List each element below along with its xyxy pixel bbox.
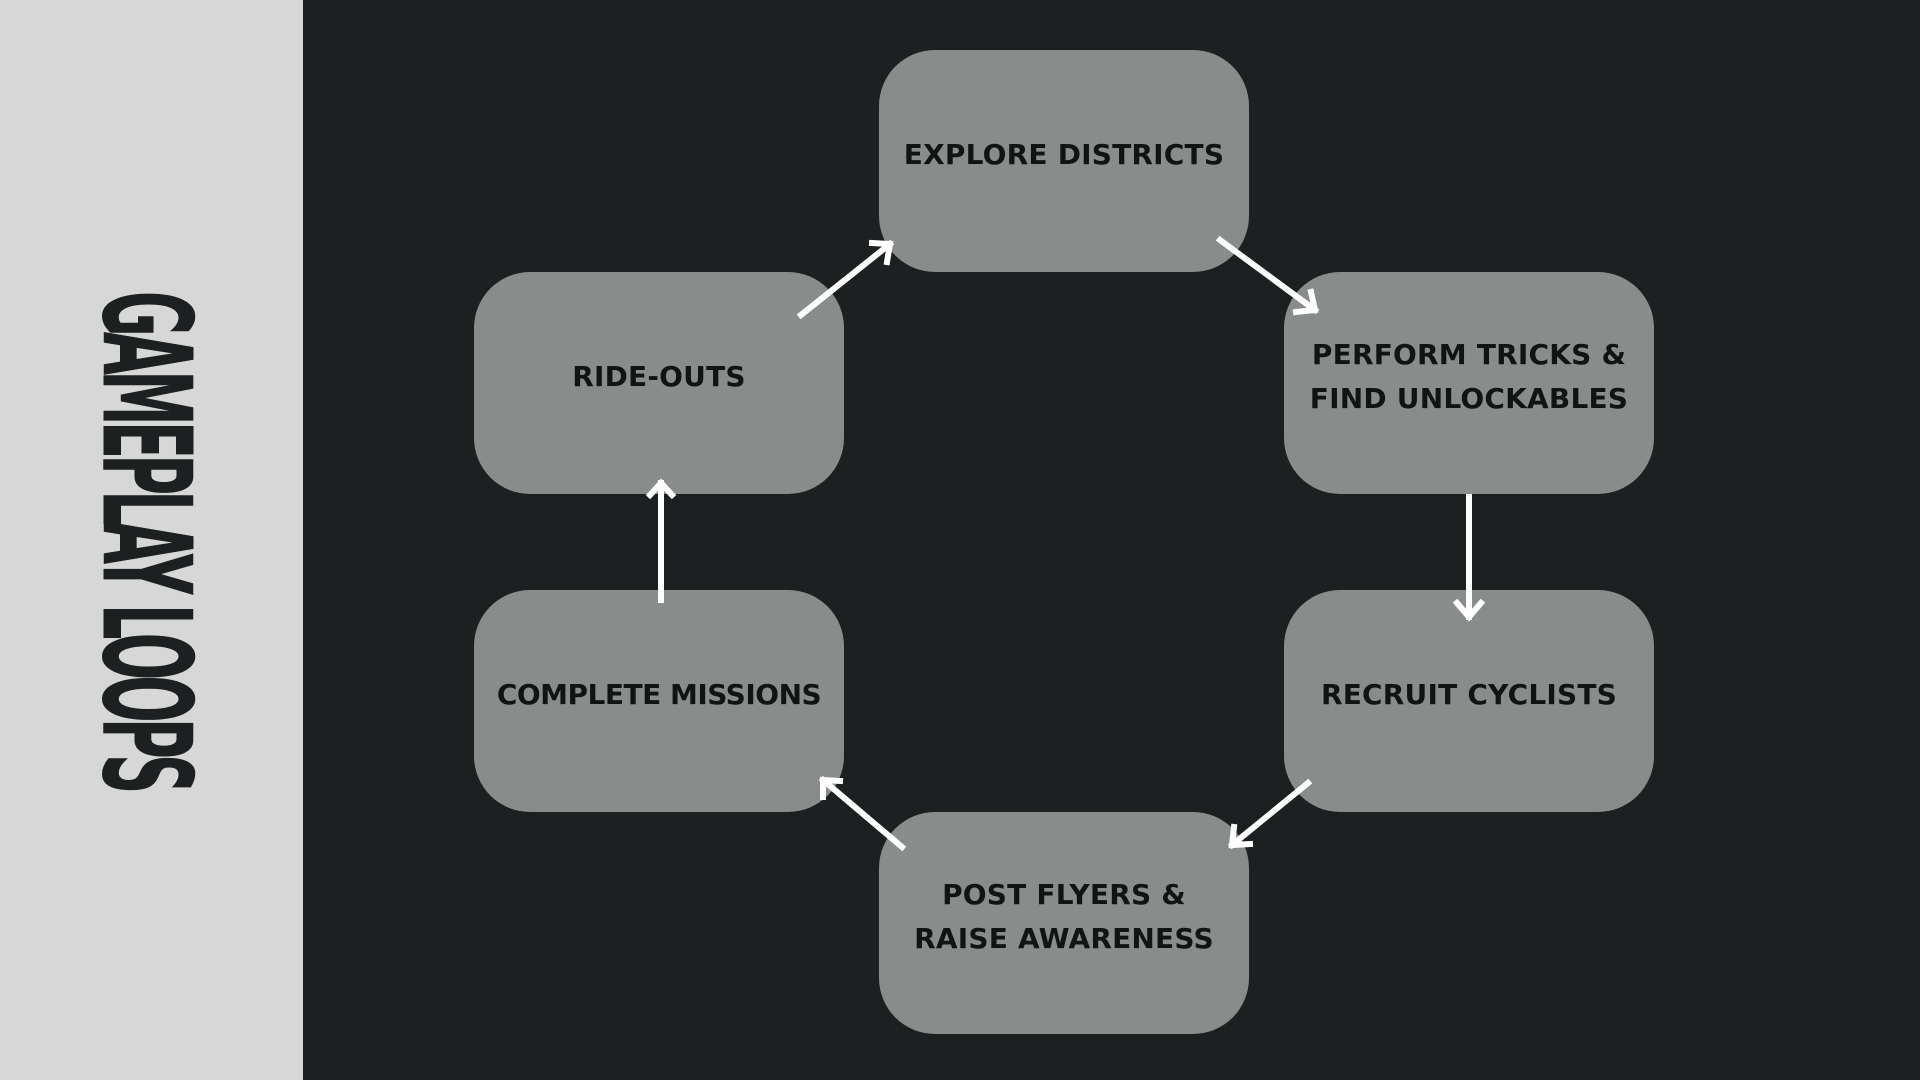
loop-step-post-flyers: POST FLYERS & RAISE AWARENESS [879,812,1249,1034]
loop-step-label: EXPLORE DISTRICTS [903,138,1225,171]
title-sidebar: GAMEPLAY LOOPS [0,0,303,1080]
loop-step-label: RECRUIT CYCLISTS [1320,678,1618,711]
loop-step-ride-outs: RIDE-OUTS [474,272,844,494]
arrow-flyers-to-missions-icon [818,775,907,852]
loop-step-perform-tricks: PERFORM TRICKS & FIND UNLOCKABLES [1284,272,1654,494]
arrow-missions-to-rideouts-icon [645,478,677,603]
loop-step-label: COMPLETE MISSIONS [496,678,822,711]
arrow-recruit-to-flyers-icon [1227,778,1313,850]
arrow-rideouts-to-explore-icon [796,239,895,320]
loop-step-label: PERFORM TRICKS & FIND UNLOCKABLES [1309,338,1629,415]
arrow-explore-to-tricks-icon [1215,235,1320,316]
loop-step-label: POST FLYERS & RAISE AWARENESS [914,878,1214,955]
loop-step-recruit-cyclists: RECRUIT CYCLISTS [1284,590,1654,812]
loop-step-explore-districts: EXPLORE DISTRICTS [879,50,1249,272]
loop-step-label: RIDE-OUTS [572,360,746,393]
loop-step-complete-missions: COMPLETE MISSIONS [474,590,844,812]
arrow-tricks-to-recruit-icon [1452,494,1486,622]
